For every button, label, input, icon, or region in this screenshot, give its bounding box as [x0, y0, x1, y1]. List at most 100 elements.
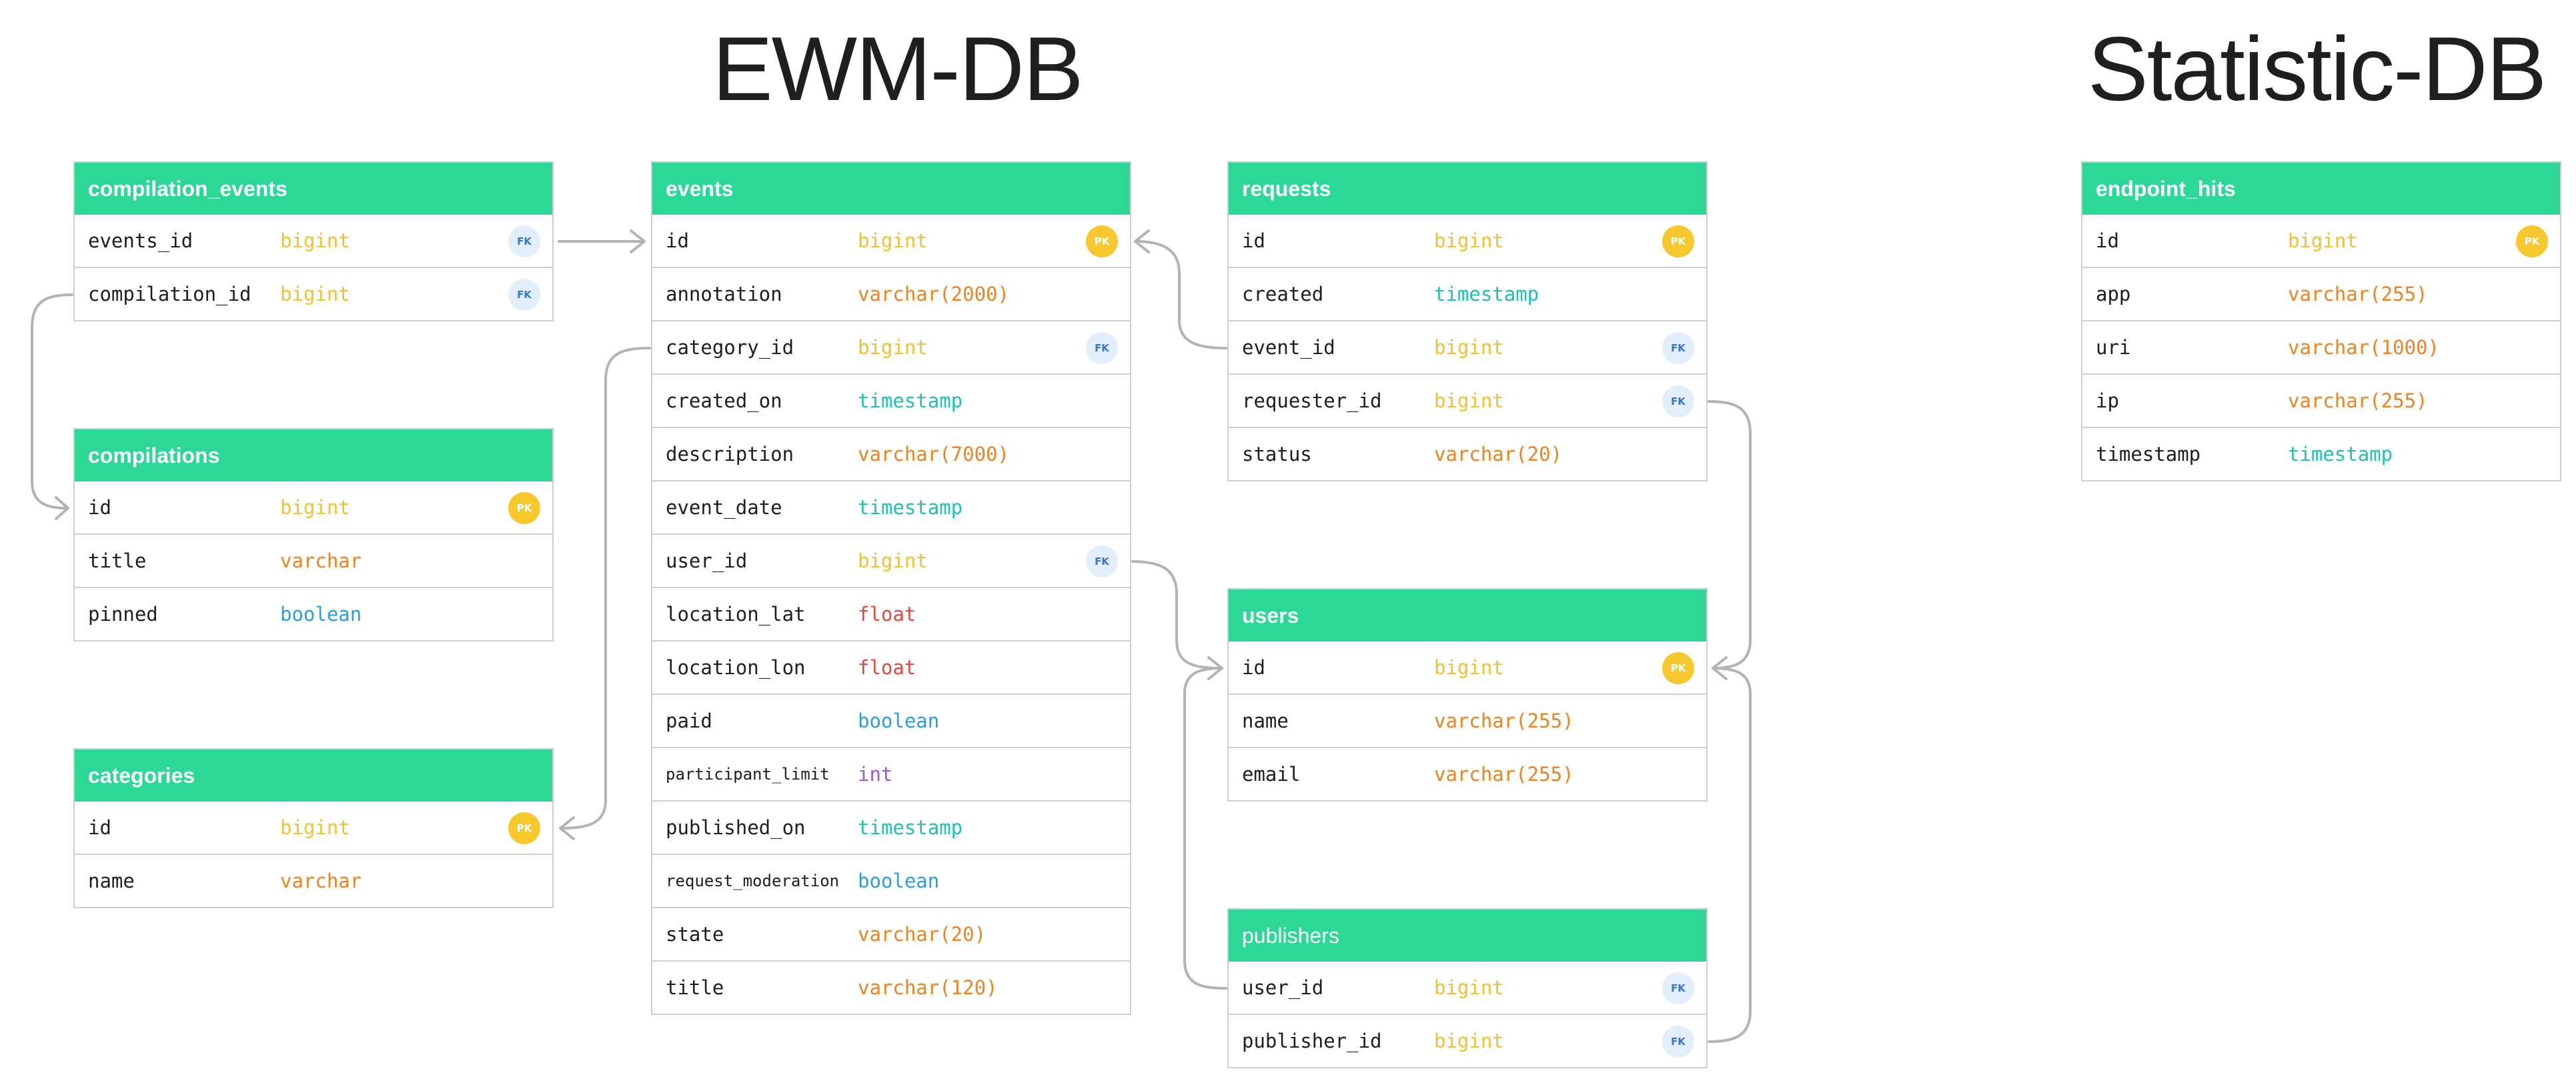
field-type: boolean: [858, 710, 940, 732]
field-type: varchar(1000): [2288, 336, 2439, 359]
field-row-created[interactable]: created timestamp: [1227, 268, 1708, 321]
table-header[interactable]: categories: [73, 748, 554, 802]
field-type: varchar(255): [2288, 389, 2428, 412]
field-name: name: [1242, 710, 1289, 732]
field-name: paid: [666, 710, 712, 732]
fk-key-badge: FK: [1086, 332, 1118, 364]
ewm-db-title: EWM-DB: [712, 18, 1084, 119]
pk-key-badge: PK: [1662, 225, 1694, 257]
field-name: category_id: [666, 336, 794, 359]
field-row-paid[interactable]: paid boolean: [651, 695, 1131, 748]
field-name: status: [1242, 443, 1312, 465]
table-header[interactable]: requests: [1227, 161, 1708, 215]
field-type: bigint: [1434, 1030, 1504, 1052]
field-type: float: [858, 603, 916, 626]
table-header[interactable]: events: [651, 161, 1131, 215]
field-row-category-id[interactable]: category_id bigint FK: [651, 321, 1131, 375]
field-row-ip[interactable]: ip varchar(255): [2081, 375, 2561, 428]
field-type: bigint: [1434, 336, 1504, 359]
field-type: bigint: [1434, 389, 1504, 412]
link-requests-to-events: [1134, 240, 1227, 349]
fk-key-badge: FK: [1662, 332, 1694, 364]
fk-key-badge: FK: [508, 279, 540, 311]
field-type: timestamp: [1434, 283, 1539, 305]
table-header[interactable]: endpoint_hits: [2081, 161, 2561, 215]
field-name: location_lat: [666, 603, 806, 626]
table-header[interactable]: compilations: [73, 428, 554, 481]
field-type: bigint: [858, 336, 928, 359]
fk-key-badge: FK: [1086, 546, 1118, 578]
field-name: title: [88, 550, 147, 572]
fk-key-badge: FK: [1662, 385, 1694, 417]
arrowhead: [1134, 229, 1150, 253]
field-row-location-lat[interactable]: location_lat float: [651, 588, 1131, 642]
field-row-email[interactable]: email varchar(255): [1227, 748, 1708, 802]
statistic-db-title: Statistic-DB: [2088, 18, 2547, 119]
table-header[interactable]: users: [1227, 588, 1708, 642]
field-name: created: [1242, 283, 1324, 305]
field-row-title[interactable]: title varchar: [73, 535, 554, 588]
table-header[interactable]: publishers: [1227, 908, 1708, 962]
field-name: publisher_id: [1242, 1030, 1382, 1052]
field-name: email: [1242, 763, 1301, 786]
table-header[interactable]: compilation_events: [73, 161, 554, 215]
field-name: id: [88, 816, 111, 839]
field-type: float: [858, 656, 916, 679]
field-name: request_moderation: [666, 872, 840, 890]
pk-key-badge: PK: [2516, 225, 2548, 257]
field-name: id: [666, 229, 689, 252]
pk-key-badge: PK: [1662, 652, 1694, 684]
field-type: timestamp: [858, 389, 963, 412]
field-type: varchar: [280, 550, 362, 572]
field-name: id: [88, 496, 111, 519]
field-type: varchar: [280, 870, 362, 892]
link-requests-to-users: [1708, 400, 1752, 670]
arrowhead: [559, 816, 575, 840]
fk-key-badge: FK: [1662, 972, 1694, 1004]
field-type: bigint: [858, 229, 928, 252]
field-type: varchar(255): [1434, 763, 1574, 786]
link-events-to-users: [1131, 560, 1223, 670]
field-type: varchar(7000): [858, 443, 1009, 465]
field-name: user_id: [1242, 976, 1324, 999]
field-name: ip: [2096, 389, 2119, 412]
field-type: timestamp: [2288, 443, 2393, 465]
field-type: bigint: [280, 496, 350, 519]
